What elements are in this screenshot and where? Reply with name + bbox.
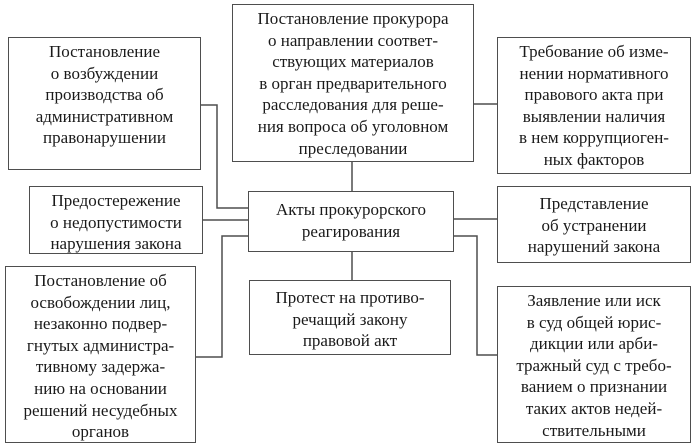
node-warning-inadmissibility: Предостережение о недопустимости нарушен… bbox=[29, 186, 203, 254]
node-representation-elimination: Представление об устранении нарушений за… bbox=[497, 186, 691, 263]
node-resolution-release-persons: Постановление об освобождении лиц, незак… bbox=[5, 266, 196, 443]
connector-center-to-bottom-left bbox=[196, 235, 248, 358]
node-claim-to-court: Заявление или иск в суд общей юрис- дикц… bbox=[497, 286, 691, 443]
node-requirement-change-legal-act: Требование об изме- нении нормативного п… bbox=[497, 37, 691, 174]
connector-center-to-bottom-right bbox=[454, 235, 497, 356]
node-protest-illegal-act: Протест на противо- речащий закону право… bbox=[249, 280, 451, 355]
node-act-initiation-administrative: Постановление о возбуждении производства… bbox=[8, 37, 201, 170]
node-acts-of-prosecutorial-response: Акты прокурорского реагирования bbox=[248, 191, 454, 252]
node-resolution-criminal-prosecution: Постановление прокурора о направлении со… bbox=[232, 4, 474, 162]
connector-top-left-to-center bbox=[201, 104, 248, 209]
